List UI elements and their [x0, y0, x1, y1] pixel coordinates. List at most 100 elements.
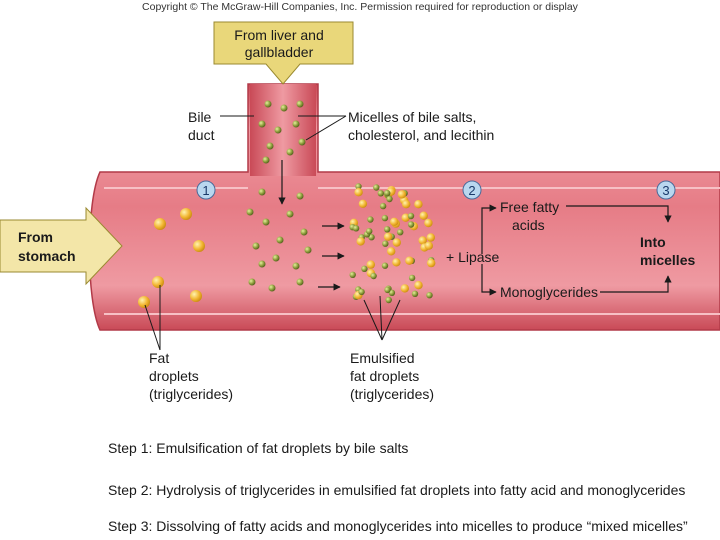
emulsified-droplet [405, 256, 414, 265]
emulsified-droplet [366, 260, 375, 269]
micelle [274, 126, 282, 134]
emulsified-label-line2: fat droplets [350, 368, 419, 384]
micelle [382, 240, 389, 247]
emulsified-droplet [414, 200, 423, 209]
micelle [286, 148, 294, 156]
micelle [300, 228, 308, 236]
svg-text:2: 2 [468, 183, 475, 198]
micelle [262, 156, 270, 164]
micelle [381, 262, 389, 269]
micelle [292, 120, 300, 128]
emulsified-droplet [390, 217, 399, 226]
micelle [298, 138, 306, 146]
step-marker-2: 2 [462, 180, 482, 200]
fat-droplet [138, 296, 150, 308]
micelle [377, 190, 384, 197]
stomach-label-line2: stomach [18, 248, 76, 264]
emulsified-droplet [387, 247, 396, 256]
micelle [384, 189, 391, 197]
micelles-label-line1: Micelles of bile salts, [348, 109, 476, 125]
liver-gallbladder-arrow [213, 21, 354, 85]
emulsified-droplet [356, 237, 365, 246]
micelle [355, 183, 362, 190]
emulsified-droplet [392, 258, 401, 267]
micelle [296, 278, 304, 286]
emulsified-droplet [418, 236, 427, 245]
fat-droplet [152, 276, 164, 288]
micelle [386, 195, 393, 203]
bile-duct-label-line1: Bile [188, 109, 212, 125]
emulsified-droplet [401, 213, 410, 222]
micelle [361, 265, 368, 272]
emulsified-droplet [397, 190, 407, 199]
micelle [407, 221, 415, 228]
micelle [296, 192, 304, 200]
free-fatty-acids-label-line2: acids [512, 217, 545, 233]
fat-droplets-label-line3: (triglycerides) [149, 386, 233, 402]
into-micelles-label-line1: Into [640, 234, 666, 250]
micelle [258, 188, 266, 196]
emulsified-label-line3: (triglycerides) [350, 386, 434, 402]
fat-droplet [180, 208, 192, 220]
emulsified-droplet [354, 188, 363, 197]
emulsified-label-line1: Emulsified [350, 350, 415, 366]
bile-duct-label-line2: duct [188, 127, 215, 143]
into-micelles-label-line2: micelles [640, 252, 695, 268]
micelle [407, 212, 415, 220]
micelle [358, 288, 365, 296]
micelle [266, 142, 274, 150]
micelle [292, 262, 300, 270]
emulsified-droplet [424, 218, 433, 228]
emulsified-droplet [383, 232, 393, 241]
fat-droplet [190, 290, 202, 302]
micelle [411, 290, 419, 297]
micelle [373, 184, 380, 191]
micelle [304, 246, 312, 254]
micelle [385, 296, 392, 304]
fat-droplets-label-line2: droplets [149, 368, 199, 384]
emulsified-droplet [414, 281, 423, 290]
fat-droplets [138, 208, 205, 308]
step-marker-3: 3 [656, 180, 676, 200]
micelle [268, 284, 276, 292]
emulsified-fat-droplets [349, 183, 436, 304]
micelle [276, 236, 284, 244]
emulsified-droplet [400, 284, 409, 293]
emulsified-droplet [426, 233, 435, 242]
micelle [246, 208, 254, 216]
svg-text:1: 1 [202, 183, 209, 198]
free-fatty-acids-label-line1: Free fatty [500, 199, 559, 215]
emulsified-droplet [358, 199, 368, 208]
step-marker-1: 1 [196, 180, 216, 200]
micelle [272, 254, 280, 262]
micelles-label-line2: cholesterol, and lecithin [348, 127, 494, 143]
micelle [366, 228, 373, 235]
micelle [349, 271, 356, 278]
svg-text:3: 3 [662, 183, 669, 198]
micelle [370, 272, 377, 280]
fat-droplets-label-line1: Fat [149, 350, 169, 366]
fat-droplet [193, 240, 205, 252]
emulsified-droplet [427, 258, 436, 268]
copyright-notice: Copyright © The McGraw-Hill Companies, I… [142, 1, 579, 13]
emulsified-droplet [419, 211, 428, 220]
micelle [280, 104, 288, 112]
monoglycerides-label: Monoglycerides [500, 284, 598, 300]
emulsified-droplet [402, 200, 411, 209]
micelle [367, 216, 374, 223]
micelle [352, 225, 360, 232]
source-label-line1: From liver and [234, 27, 323, 43]
micelle [397, 229, 404, 236]
stomach-label-line1: From [18, 229, 53, 245]
micelle [262, 218, 270, 226]
micelle [258, 120, 266, 128]
emulsified-droplet [392, 238, 401, 247]
step-3-text: Step 3: Dissolving of fatty acids and mo… [108, 518, 688, 534]
micelle [286, 210, 294, 218]
micelle [408, 274, 416, 282]
bile-salt-micelles [246, 100, 312, 292]
fat-digestion-diagram: Copyright © The McGraw-Hill Companies, I… [0, 1, 720, 402]
micelle [296, 100, 304, 108]
source-label-line2: gallbladder [245, 44, 314, 60]
micelle [379, 202, 387, 210]
